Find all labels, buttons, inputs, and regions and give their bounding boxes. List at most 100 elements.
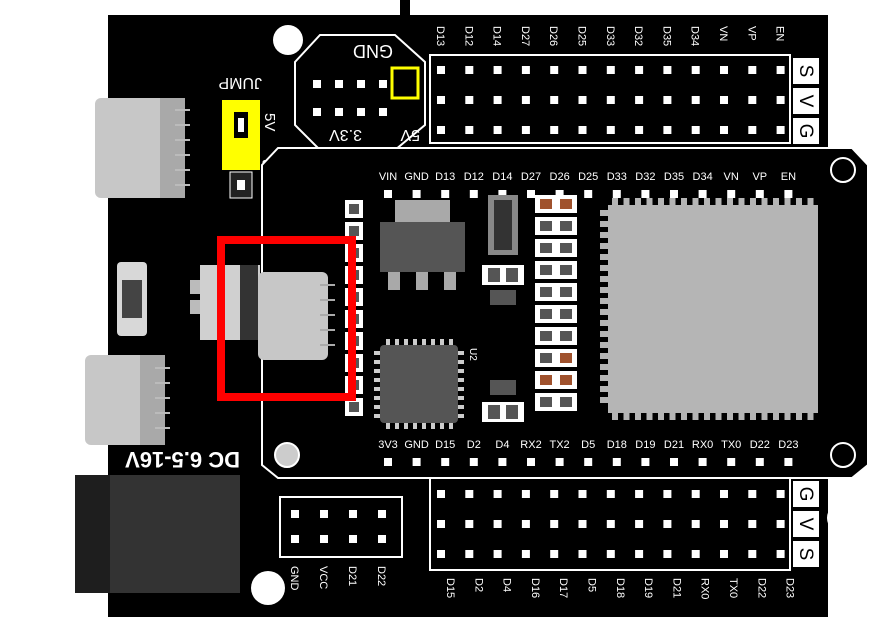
row-marker: S [795, 65, 816, 78]
module-pin [584, 458, 593, 466]
small-header-pin [291, 535, 299, 543]
header-pin [493, 550, 502, 558]
small-header-label: D22 [375, 566, 387, 586]
header-pin [521, 520, 530, 528]
header-pin [578, 126, 587, 134]
header-pin [663, 550, 672, 558]
header-pin [748, 520, 757, 528]
row-marker-box [793, 58, 819, 84]
power-gnd-label: GND [353, 41, 393, 61]
header-pin [550, 550, 559, 558]
header-pin [776, 126, 785, 134]
smd-parts-middle [482, 195, 524, 422]
row-marker-box [793, 541, 819, 567]
jump-label: JUMP [218, 74, 262, 91]
power-pin [313, 108, 321, 116]
module-pin [727, 458, 736, 466]
header-pin [465, 96, 474, 104]
header-pin [493, 66, 502, 74]
top-header-label: D12 [462, 26, 474, 46]
header-pin [748, 66, 757, 74]
row-marker-box [793, 481, 819, 507]
header-pin [606, 520, 615, 528]
power-3v3-label: 3.3V [329, 126, 362, 143]
header-pin [465, 520, 474, 528]
module-pin [498, 190, 507, 198]
module-top-pin-label: D27 [521, 171, 541, 183]
header-pin [635, 96, 644, 104]
header-pin [720, 126, 728, 134]
top-header-frame [429, 54, 791, 144]
small-header-label: VCC [317, 566, 329, 589]
header-pin [578, 66, 587, 74]
module-pin [641, 458, 650, 466]
resistor-column-middle [535, 195, 577, 411]
jumper-5v-label: 5V [261, 113, 278, 131]
module-bottom-pin-label: D4 [495, 439, 509, 451]
smd-component-left [117, 262, 147, 336]
module-pin [584, 190, 593, 198]
usb-connector-bottom [85, 355, 170, 445]
module-pin [784, 190, 793, 198]
module-bottom-pin-label: D2 [467, 439, 481, 451]
header-pin [748, 550, 757, 558]
header-pin [521, 490, 530, 498]
module-pin [498, 458, 507, 466]
header-pin [663, 96, 672, 104]
top-header-label: D26 [547, 26, 559, 46]
header-pin [437, 520, 445, 528]
module-top-pin-label: D13 [435, 171, 455, 183]
power-pin [379, 108, 387, 116]
module-bottom-pin-label: RX2 [520, 439, 541, 451]
top-header-label: D27 [519, 26, 531, 46]
module-pin [527, 190, 535, 198]
module-pin [441, 190, 450, 198]
header-pin [465, 550, 474, 558]
bottom-header-label: D23 [784, 578, 796, 598]
header-pin [437, 490, 445, 498]
module-pin [641, 190, 650, 198]
module-pin [670, 458, 678, 466]
header-pin [578, 490, 587, 498]
row-marker: S [795, 548, 816, 561]
module-pin [612, 190, 621, 198]
header-pin [578, 550, 587, 558]
row-marker-box [793, 88, 819, 114]
header-pin [437, 550, 445, 558]
top-header-label: VN [717, 26, 729, 41]
module-top-pin-label: D33 [607, 171, 627, 183]
header-pin [635, 126, 644, 134]
mounting-hole-bottom-left [251, 571, 285, 605]
bottom-header-label: D16 [529, 578, 541, 598]
header-pin [578, 96, 587, 104]
top-header-label: D35 [660, 26, 672, 46]
small-header-label: GND [288, 566, 300, 591]
module-pin [384, 190, 392, 198]
header-pin [691, 66, 700, 74]
header-pin [776, 550, 785, 558]
usb-connector-module [190, 265, 335, 360]
bottom-header-label: D21 [670, 578, 682, 598]
header-pin [776, 66, 785, 74]
module-bottom-pin-label: D19 [635, 439, 655, 451]
header-pin [578, 520, 587, 528]
power-pin [335, 80, 343, 88]
header-pin [691, 126, 700, 134]
header-pin [550, 126, 559, 134]
module-pin [469, 458, 478, 466]
bottom-header-label: D4 [501, 578, 513, 592]
module-pin [412, 190, 421, 198]
header-pin [635, 520, 644, 528]
header-pin [521, 66, 530, 74]
header-pin [635, 550, 644, 558]
header-pin [691, 520, 700, 528]
header-pin [606, 490, 615, 498]
header-pin [635, 66, 644, 74]
top-header-label: D34 [689, 26, 701, 46]
bottom-header-label: D2 [472, 578, 484, 592]
module-bottom-pin-label: D22 [750, 439, 770, 451]
esp32-chip [600, 198, 818, 420]
